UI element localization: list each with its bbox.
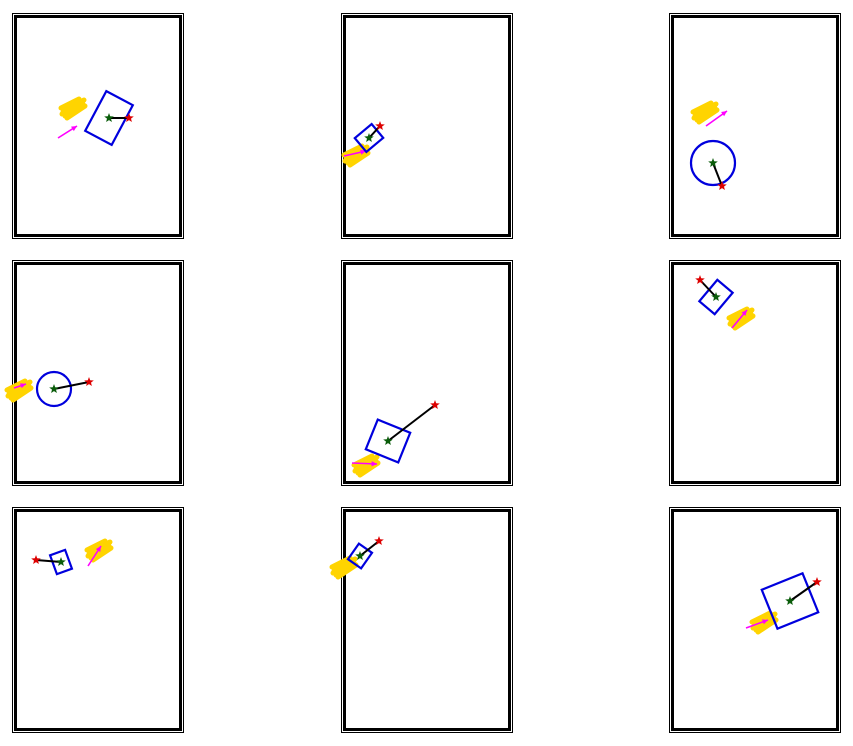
magenta-arrow bbox=[731, 309, 748, 329]
panel-r1c3 bbox=[669, 13, 841, 239]
magenta-arrow bbox=[351, 461, 378, 467]
target-star-icon bbox=[374, 536, 384, 545]
panel-r2c2 bbox=[341, 260, 513, 486]
target-star-icon bbox=[717, 181, 727, 190]
panel-r1c1 bbox=[12, 13, 184, 239]
arrow-head bbox=[20, 383, 26, 389]
frame-outer bbox=[669, 260, 841, 486]
frame-outer bbox=[341, 13, 513, 239]
yellow-blob bbox=[690, 100, 720, 125]
magenta-arrow bbox=[745, 619, 769, 629]
center-star-icon bbox=[104, 113, 114, 122]
magenta-arrow bbox=[87, 545, 102, 567]
panel-r3c3 bbox=[669, 507, 841, 733]
target-star-icon bbox=[375, 121, 385, 130]
panel-canvas bbox=[669, 507, 841, 733]
magenta-arrow bbox=[13, 383, 27, 389]
blue-circle bbox=[35, 370, 73, 408]
magenta-arrow bbox=[57, 125, 78, 139]
link-line bbox=[387, 404, 436, 442]
link-line bbox=[53, 381, 90, 390]
blue-circle bbox=[689, 139, 737, 187]
yellow-blob bbox=[351, 453, 381, 478]
frame-inner bbox=[671, 15, 839, 237]
blob-core bbox=[336, 561, 352, 573]
center-star-icon bbox=[711, 292, 721, 301]
arrow-head bbox=[71, 126, 77, 132]
panel-r1c2 bbox=[341, 13, 513, 239]
blue-rectangle bbox=[346, 542, 374, 570]
target-star-icon bbox=[812, 577, 822, 586]
blue-rectangle bbox=[760, 571, 820, 631]
frame-inner bbox=[343, 509, 511, 731]
target-star-icon bbox=[84, 377, 94, 386]
panel-r2c3 bbox=[669, 260, 841, 486]
yellow-blob bbox=[329, 555, 359, 580]
target-star-icon bbox=[430, 400, 440, 409]
panel-canvas bbox=[12, 507, 184, 733]
frame-outer bbox=[669, 13, 841, 239]
panel-canvas bbox=[341, 13, 513, 239]
frame-outer bbox=[341, 260, 513, 486]
frame-outer bbox=[12, 507, 184, 733]
blob-core bbox=[65, 102, 81, 114]
arrow-head bbox=[95, 546, 101, 552]
arrow-head bbox=[741, 310, 747, 316]
blue-rectangle bbox=[353, 122, 385, 154]
frame-inner bbox=[14, 509, 182, 731]
arrow-head bbox=[371, 461, 377, 467]
target-star-icon bbox=[124, 113, 134, 122]
panel-canvas bbox=[669, 260, 841, 486]
panel-canvas bbox=[669, 13, 841, 239]
yellow-blob bbox=[4, 378, 34, 403]
yellow-blob bbox=[84, 538, 114, 563]
panel-canvas bbox=[12, 13, 184, 239]
frame-outer bbox=[669, 507, 841, 733]
frame-inner bbox=[343, 15, 511, 237]
panel-canvas bbox=[4, 260, 184, 486]
frame-outer bbox=[12, 13, 184, 239]
target-star-icon bbox=[31, 555, 41, 564]
blob-core bbox=[697, 106, 713, 118]
arrow-head bbox=[721, 111, 727, 117]
target-star-icon bbox=[695, 275, 705, 284]
frame-outer bbox=[12, 260, 184, 486]
blue-rectangle bbox=[48, 548, 74, 576]
center-star-icon bbox=[708, 158, 718, 167]
center-star-icon bbox=[383, 436, 393, 445]
frame-inner bbox=[671, 509, 839, 731]
yellow-blob bbox=[726, 306, 756, 331]
arrow-head bbox=[762, 619, 768, 625]
frame-outer bbox=[341, 507, 513, 733]
panel-canvas bbox=[329, 507, 513, 733]
panel-r2c1 bbox=[4, 260, 184, 486]
link-line bbox=[699, 279, 717, 298]
panel-r3c2 bbox=[329, 507, 513, 733]
blue-rectangle bbox=[83, 89, 135, 147]
blue-rectangle bbox=[364, 418, 412, 464]
frame-inner bbox=[14, 262, 182, 484]
blob-core bbox=[358, 459, 374, 471]
blue-rectangle bbox=[697, 278, 735, 316]
frame-inner bbox=[671, 262, 839, 484]
link-line bbox=[712, 162, 723, 187]
magenta-arrow bbox=[705, 110, 728, 127]
frame-inner bbox=[343, 262, 511, 484]
link-line bbox=[35, 559, 62, 563]
center-star-icon bbox=[785, 596, 795, 605]
link-line bbox=[359, 540, 380, 557]
center-star-icon bbox=[364, 133, 374, 142]
center-star-icon bbox=[56, 557, 66, 566]
panel-r3c1 bbox=[12, 507, 184, 733]
yellow-blob bbox=[58, 96, 88, 121]
link-line bbox=[789, 581, 818, 602]
center-star-icon bbox=[355, 551, 365, 560]
panel-canvas bbox=[341, 260, 513, 486]
frame-inner bbox=[14, 15, 182, 237]
center-star-icon bbox=[49, 384, 59, 393]
